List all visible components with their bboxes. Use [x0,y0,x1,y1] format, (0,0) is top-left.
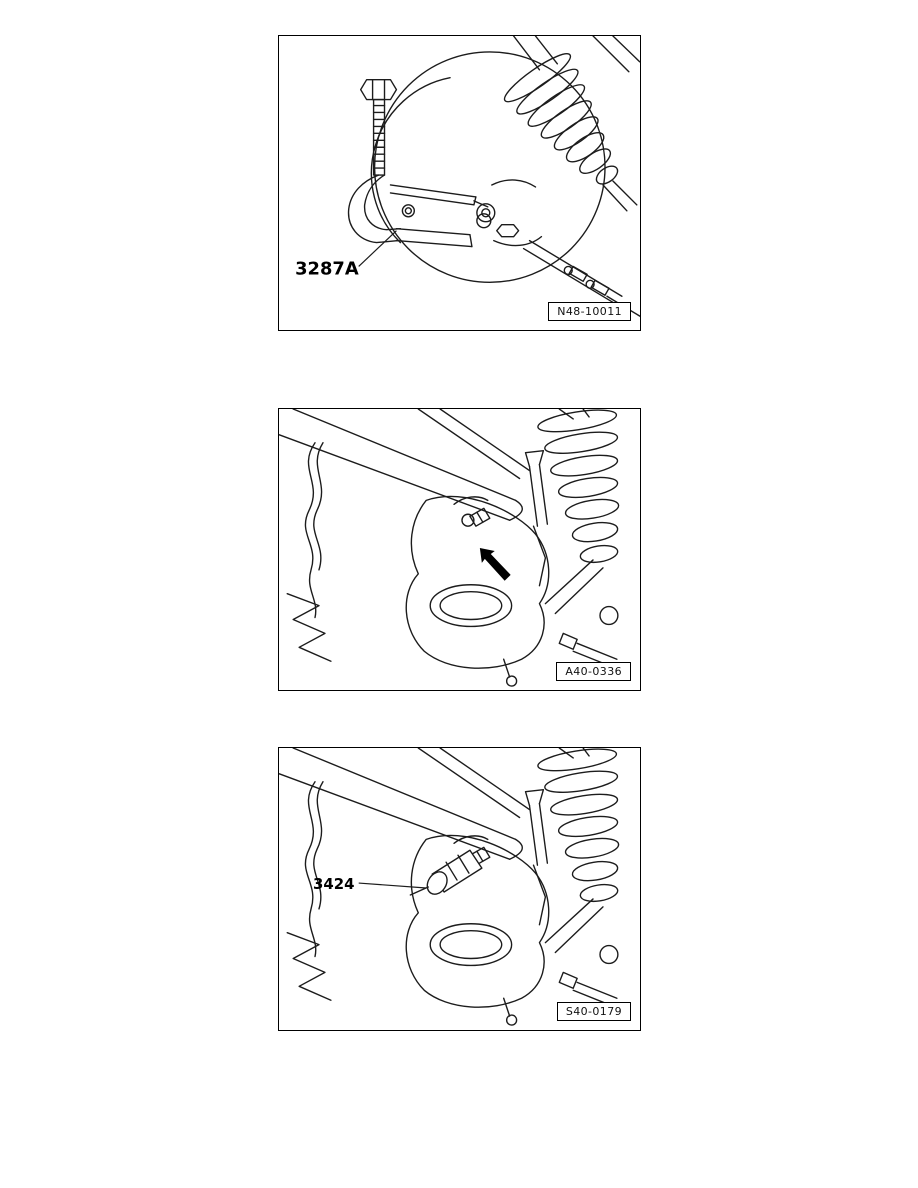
callout-leader-line [358,882,427,889]
pointer-arrow-icon [479,548,511,581]
ball-joint-puller-illustration: 3287A [295,36,640,317]
image-id-label: A40-0336 [556,662,631,681]
knuckle-socket-illustration: 3424 [279,748,621,1026]
tool-callout-3287a: 3287A [295,258,359,279]
figure-ball-joint-puller: 3287A N48-10011 [278,35,641,331]
image-id-label: S40-0179 [556,1002,631,1021]
figure-bolt-location: A40-0336 [278,408,641,691]
tool-callout-3424: 3424 [313,875,354,893]
figure-socket-tool: 3424 S40-0179 [278,747,641,1031]
knuckle-arrow-illustration [279,409,621,687]
callout-leader-line [358,230,397,267]
image-id-label: N48-10011 [548,302,631,321]
